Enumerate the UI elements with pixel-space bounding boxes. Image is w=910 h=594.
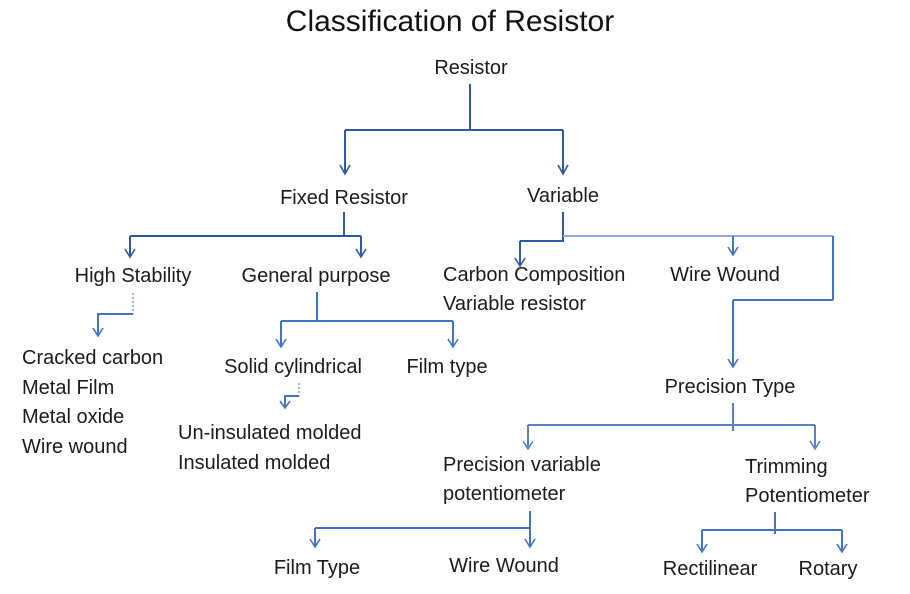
connector-precision-split (522, 403, 821, 451)
connector-high-stability-list (92, 293, 134, 338)
node-high-stability: High Stability (74, 265, 192, 287)
node-cracked-carbon: Cracked carbon (22, 347, 164, 369)
node-wire-wound-variable: Wire Wound (670, 264, 780, 286)
node-trimming-potentiometer: Trimming Potentiometer (745, 453, 870, 511)
node-rectilinear: Rectilinear (662, 558, 758, 580)
node-precision-variable-line2: potentiometer (443, 483, 566, 505)
node-general-purpose: General purpose (241, 265, 391, 287)
node-precision-variable-potentiometer: Precision variable potentiometer (443, 451, 601, 509)
connector-fixed-split (124, 212, 367, 259)
node-carbon-composition-line1: Carbon Composition (443, 264, 626, 286)
node-high-stability-types: Cracked carbon Metal Film Metal oxide Wi… (22, 344, 163, 462)
node-resistor: Resistor (434, 57, 508, 79)
node-wire-wound-fixed: Wire wound (22, 435, 128, 458)
node-precision-type: Precision Type (664, 376, 796, 398)
diagram-title: Classification of Resistor (285, 5, 615, 38)
node-wire-wound-bottom: Wire Wound (449, 555, 559, 577)
node-precision-variable-line1: Precision variable (443, 454, 601, 476)
node-film-type-bottom: Film Type (273, 557, 361, 579)
connector-trimming-split (696, 512, 848, 554)
node-uninsulated-molded: Un-insulated molded (178, 422, 362, 444)
node-molded-types: Un-insulated molded Insulated molded (178, 418, 361, 478)
node-trimming-line1: Trimming (745, 456, 828, 478)
connector-wire-wound-precision (727, 236, 834, 369)
node-fixed-resistor: Fixed Resistor (280, 187, 408, 209)
node-insulated-molded: Insulated molded (178, 452, 331, 474)
node-metal-film: Metal Film (22, 376, 115, 399)
node-trimming-line2: Potentiometer (745, 485, 870, 507)
node-metal-oxide: Metal oxide (22, 406, 125, 428)
connector-potentiometer-split (309, 511, 536, 549)
node-rotary: Rotary (798, 558, 858, 580)
node-carbon-composition-line2: Variable resistor (443, 293, 587, 315)
node-film-type: Film type (406, 356, 488, 378)
node-carbon-composition: Carbon Composition Variable resistor (443, 261, 625, 319)
node-variable: Variable (527, 185, 599, 207)
node-solid-cylindrical: Solid cylindrical (224, 356, 362, 378)
connector-variable-left (514, 212, 564, 268)
connector-resistor-split (339, 84, 569, 176)
connector-general-split (275, 292, 459, 349)
connector-solid-cylindrical-list (279, 383, 300, 410)
